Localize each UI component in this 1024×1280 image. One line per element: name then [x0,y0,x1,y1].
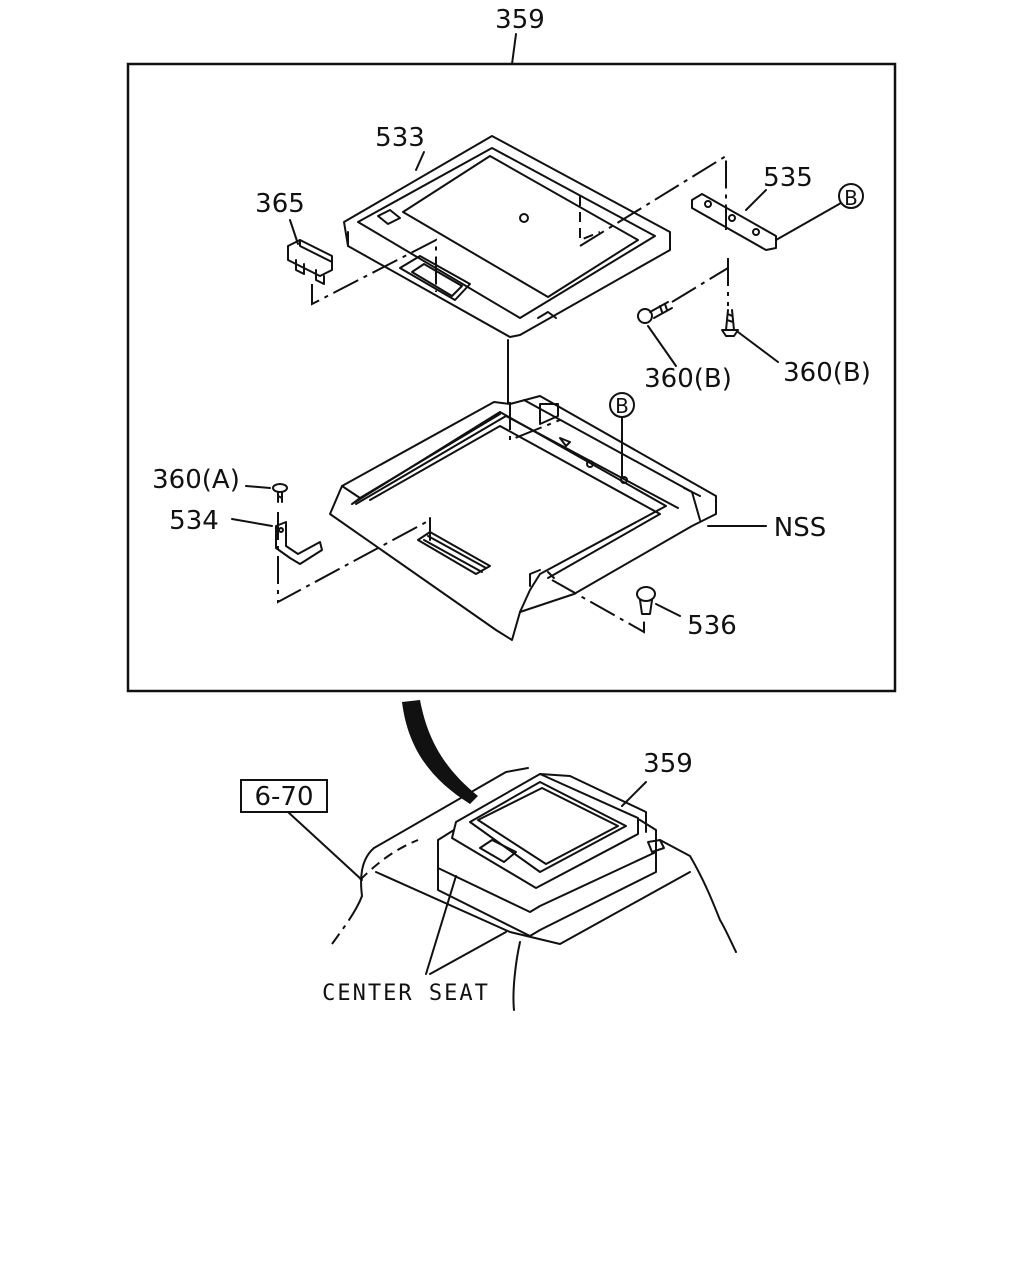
part-360a-screw [272,483,288,503]
leader-ref-box [287,811,363,881]
label-359-lower: 359 [643,749,693,779]
label-360b-left: 360(B) [644,364,732,394]
label-536: 536 [687,611,737,641]
label-533: 533 [375,123,425,153]
part-533-lid [343,135,671,338]
part-365-switch [287,239,333,285]
part-535-bracket [691,193,777,251]
part-360b-screw-right [721,309,739,337]
ref-box-6-70 [240,779,328,813]
leader-359-lower [621,781,647,807]
assembly-installed [437,773,665,937]
leader-536 [655,603,681,617]
label-535: 535 [763,163,813,193]
part-360b-screw-left [637,301,673,324]
part-534-bracket [275,521,323,565]
label-callout-b-mid: B [615,394,629,418]
label-assembly-359: 359 [495,5,545,35]
label-center-seat: CENTER SEAT [322,981,490,1006]
label-ref-box: 6-70 [254,782,313,812]
centerline-534 [277,512,431,604]
part-536-clip [636,586,656,615]
leader-365 [289,219,299,245]
leader-360b-left [647,325,677,367]
leader-533 [415,151,425,171]
location-arrow [402,700,478,804]
centerline-360b-left [671,267,729,303]
label-360a: 360(A) [152,465,240,495]
centerline-365 [311,238,437,306]
label-callout-b-top: B [844,186,858,210]
leader-center-seat-2 [429,931,507,975]
label-360b-right: 360(B) [783,358,871,388]
leader-360a [245,485,271,489]
leader-center-seat-1 [425,875,457,975]
leader-535 [745,189,767,211]
label-365: 365 [255,189,305,219]
label-534: 534 [169,506,219,536]
part-lower-tray [329,395,717,641]
centerline-lower-tray [509,402,561,442]
centerline-535 [579,154,727,247]
centerline-536 [551,579,645,634]
leader-534 [231,518,273,527]
label-nss: NSS [774,513,826,543]
assembly-leader [511,33,517,65]
seat-outline [331,767,737,1011]
leader-360b-right [737,331,779,363]
callout-b-top [838,183,864,209]
leader-callout-b-top [775,202,842,241]
